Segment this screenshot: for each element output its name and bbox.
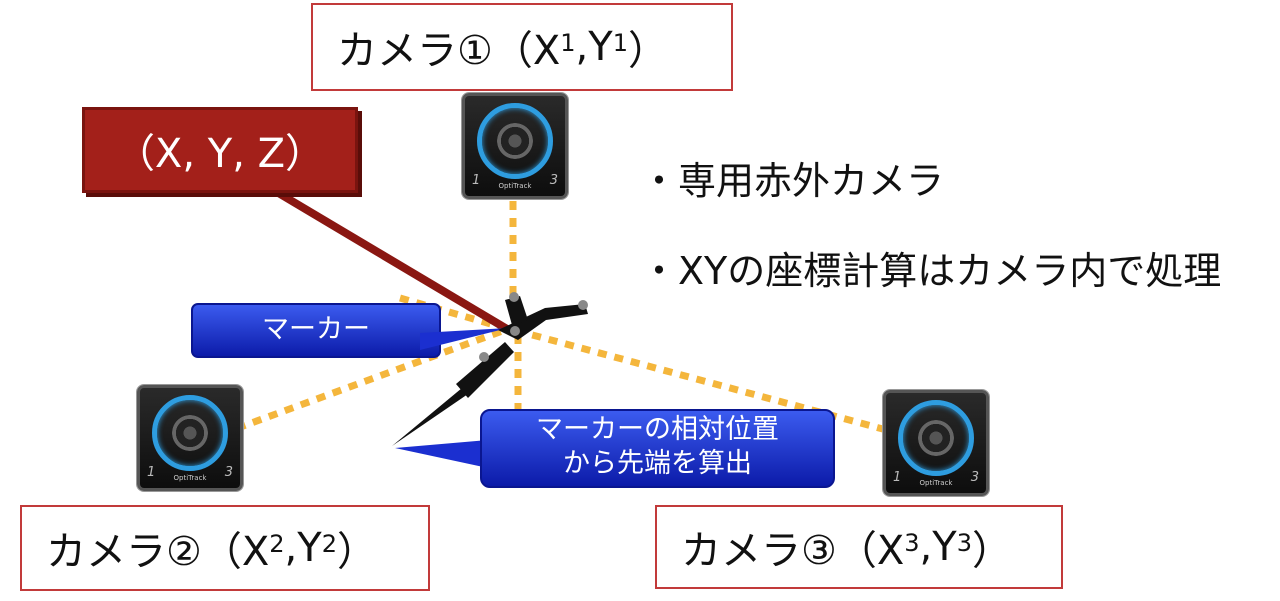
camera-lens-icon: [918, 420, 954, 456]
marker-wand: [392, 292, 588, 446]
marker-ball: [479, 352, 489, 362]
ray-camera2: [203, 326, 507, 444]
xyz-coordinate-label: （X, Y, Z）: [82, 107, 358, 193]
marker-callout-shape: [191, 303, 508, 358]
camera-brand: OptiTrack: [498, 182, 532, 190]
tip-callout-shape: [395, 409, 835, 488]
camera-ir-ring: [152, 395, 228, 471]
camera-id-right: 3: [549, 173, 558, 188]
camera-lens-icon: [172, 415, 208, 451]
marker-ball: [578, 300, 588, 310]
camera-ir-ring: [898, 400, 974, 476]
camera-id-left: 1: [147, 465, 156, 480]
ray-camera3: [524, 329, 936, 447]
camera1-device: 1 3 OptiTrack: [462, 93, 568, 199]
xyz-pointer-line: [267, 184, 515, 336]
tip-callout-line2: から先端を算出: [563, 448, 752, 479]
marker-ball: [510, 326, 520, 336]
camera-ir-ring: [477, 103, 553, 179]
bullet-xy-calculation: ・XYの座標計算はカメラ内で処理: [640, 249, 1222, 293]
camera-lens-icon: [497, 123, 533, 159]
camera-brand: OptiTrack: [173, 474, 207, 482]
camera3-device: 1 3 OptiTrack: [883, 390, 989, 496]
camera-id-right: 3: [970, 470, 979, 485]
camera-id-right: 3: [224, 465, 233, 480]
marker-callout-text: マーカー: [262, 314, 370, 345]
tip-callout-text: マーカーの相対位置 から先端を算出: [481, 413, 834, 481]
camera2-device: 1 3 OptiTrack: [137, 385, 243, 491]
bullet-ir-camera: ・専用赤外カメラ: [640, 159, 945, 203]
camera-id-left: 1: [893, 470, 902, 485]
marker-ball: [509, 292, 519, 302]
camera-id-left: 1: [472, 173, 481, 188]
camera-brand: OptiTrack: [919, 479, 953, 487]
tip-callout-line1: マーカーの相対位置: [536, 414, 779, 445]
